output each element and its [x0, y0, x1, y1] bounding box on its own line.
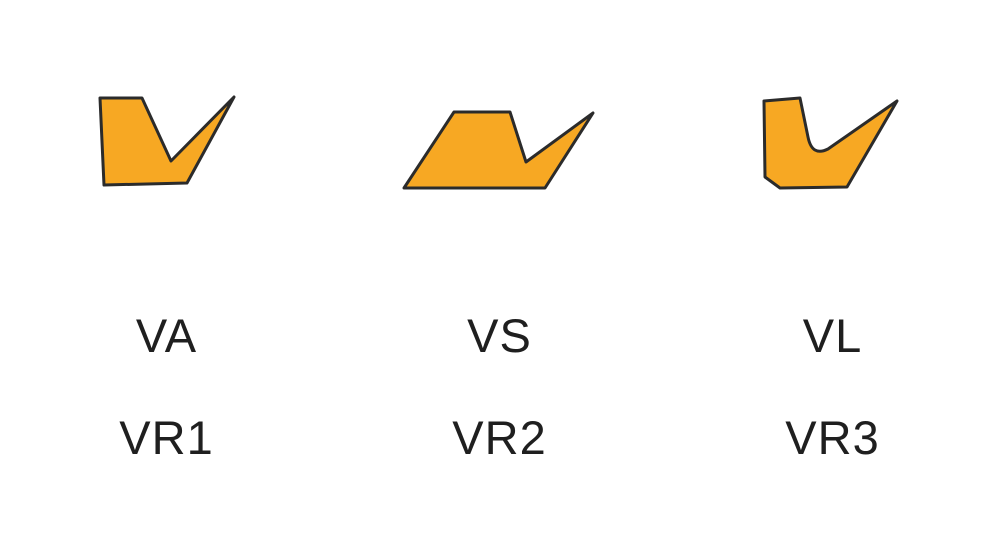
- seal-code-label-vr3: VR3: [785, 411, 880, 464]
- va-seal-profile-icon: [98, 95, 235, 187]
- vs-seal-profile-icon: [402, 110, 595, 190]
- vl-seal-profile-path: [762, 96, 899, 190]
- seal-code-label-vr1: VR1: [119, 411, 214, 464]
- va-profile-figure: [97, 90, 237, 190]
- va-seal-profile-path: [98, 95, 235, 187]
- seal-type-label-va: VA: [135, 309, 198, 362]
- vl-profile-figure: [760, 90, 905, 190]
- vs-profile-figure: [402, 90, 597, 190]
- seal-column-va: VA VR1: [0, 90, 333, 461]
- seal-columns-row: VA VR1 VS VR2 VL VR3: [0, 90, 999, 461]
- vl-seal-profile-icon: [762, 96, 899, 190]
- seal-column-vs: VS VR2: [333, 90, 666, 461]
- vs-seal-profile-path: [402, 110, 595, 190]
- seal-type-label-vl: VL: [802, 309, 863, 362]
- seal-column-vl: VL VR3: [666, 90, 999, 461]
- seal-code-label-vr2: VR2: [452, 411, 547, 464]
- seal-type-label-vs: VS: [467, 309, 532, 362]
